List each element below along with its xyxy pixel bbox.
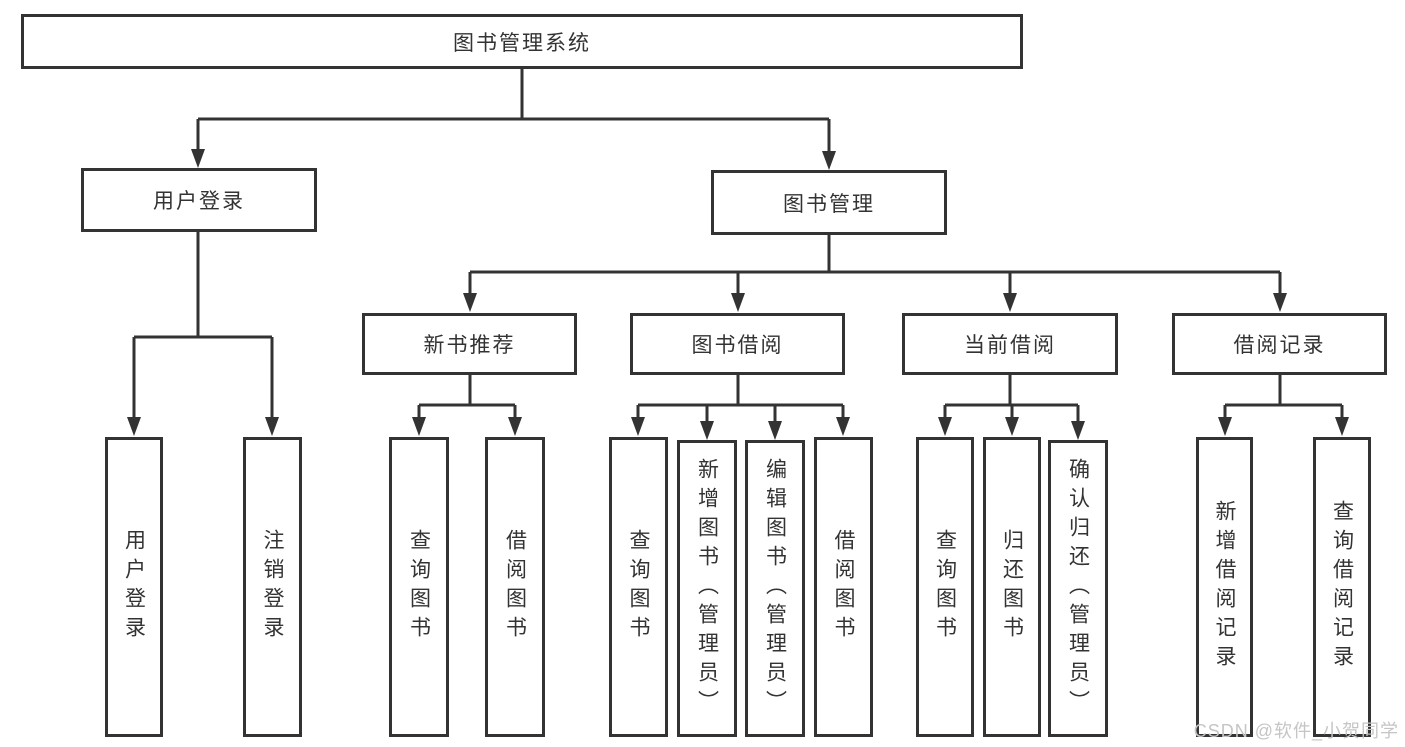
leaf-query-books-recommend: 查询图书 — [389, 437, 449, 737]
leaf-label: 借阅图书 — [503, 529, 527, 645]
node-library-management-system: 图书管理系统 — [21, 14, 1023, 69]
leaf-add-books-admin: 新增图书（管理员） — [677, 440, 737, 737]
leaf-label: 注销登录 — [261, 529, 284, 645]
leaf-label: 查询图书 — [407, 529, 431, 645]
leaf-logout: 注销登录 — [243, 437, 302, 737]
leaf-label: 查询图书 — [627, 529, 650, 645]
node-current-borrowing: 当前借阅 — [902, 313, 1118, 375]
leaf-label: 用户登录 — [122, 529, 146, 645]
leaf-label: 新增借阅记录 — [1213, 500, 1236, 674]
node-borrowing-records: 借阅记录 — [1172, 313, 1387, 375]
leaf-label: 归还图书 — [1000, 529, 1024, 645]
csdn-watermark: CSDN @软件_小贺同学 — [1193, 721, 1399, 741]
node-user-login: 用户登录 — [81, 168, 317, 232]
leaf-add-borrow-record: 新增借阅记录 — [1196, 437, 1253, 737]
leaf-label: 新增图书（管理员） — [695, 458, 719, 719]
leaf-label: 查询图书 — [933, 529, 957, 645]
leaf-borrow-books: 借阅图书 — [814, 437, 873, 737]
node-book-management: 图书管理 — [711, 170, 947, 235]
leaf-label: 查询借阅记录 — [1330, 500, 1354, 674]
leaf-confirm-return-admin: 确认归还（管理员） — [1048, 440, 1108, 737]
leaf-label: 编辑图书（管理员） — [763, 458, 787, 719]
leaf-borrow-books-recommend: 借阅图书 — [485, 437, 545, 737]
leaf-query-borrow-record: 查询借阅记录 — [1313, 437, 1371, 737]
node-new-book-recommendation: 新书推荐 — [362, 313, 577, 375]
leaf-edit-books-admin: 编辑图书（管理员） — [745, 440, 805, 737]
leaf-user-login: 用户登录 — [105, 437, 163, 737]
leaf-query-books-borrowing: 查询图书 — [609, 437, 668, 737]
leaf-return-books: 归还图书 — [983, 437, 1041, 737]
leaf-query-books-current: 查询图书 — [916, 437, 974, 737]
leaf-label: 确认归还（管理员） — [1066, 458, 1090, 719]
node-book-borrowing: 图书借阅 — [630, 313, 845, 375]
leaf-label: 借阅图书 — [832, 529, 855, 645]
